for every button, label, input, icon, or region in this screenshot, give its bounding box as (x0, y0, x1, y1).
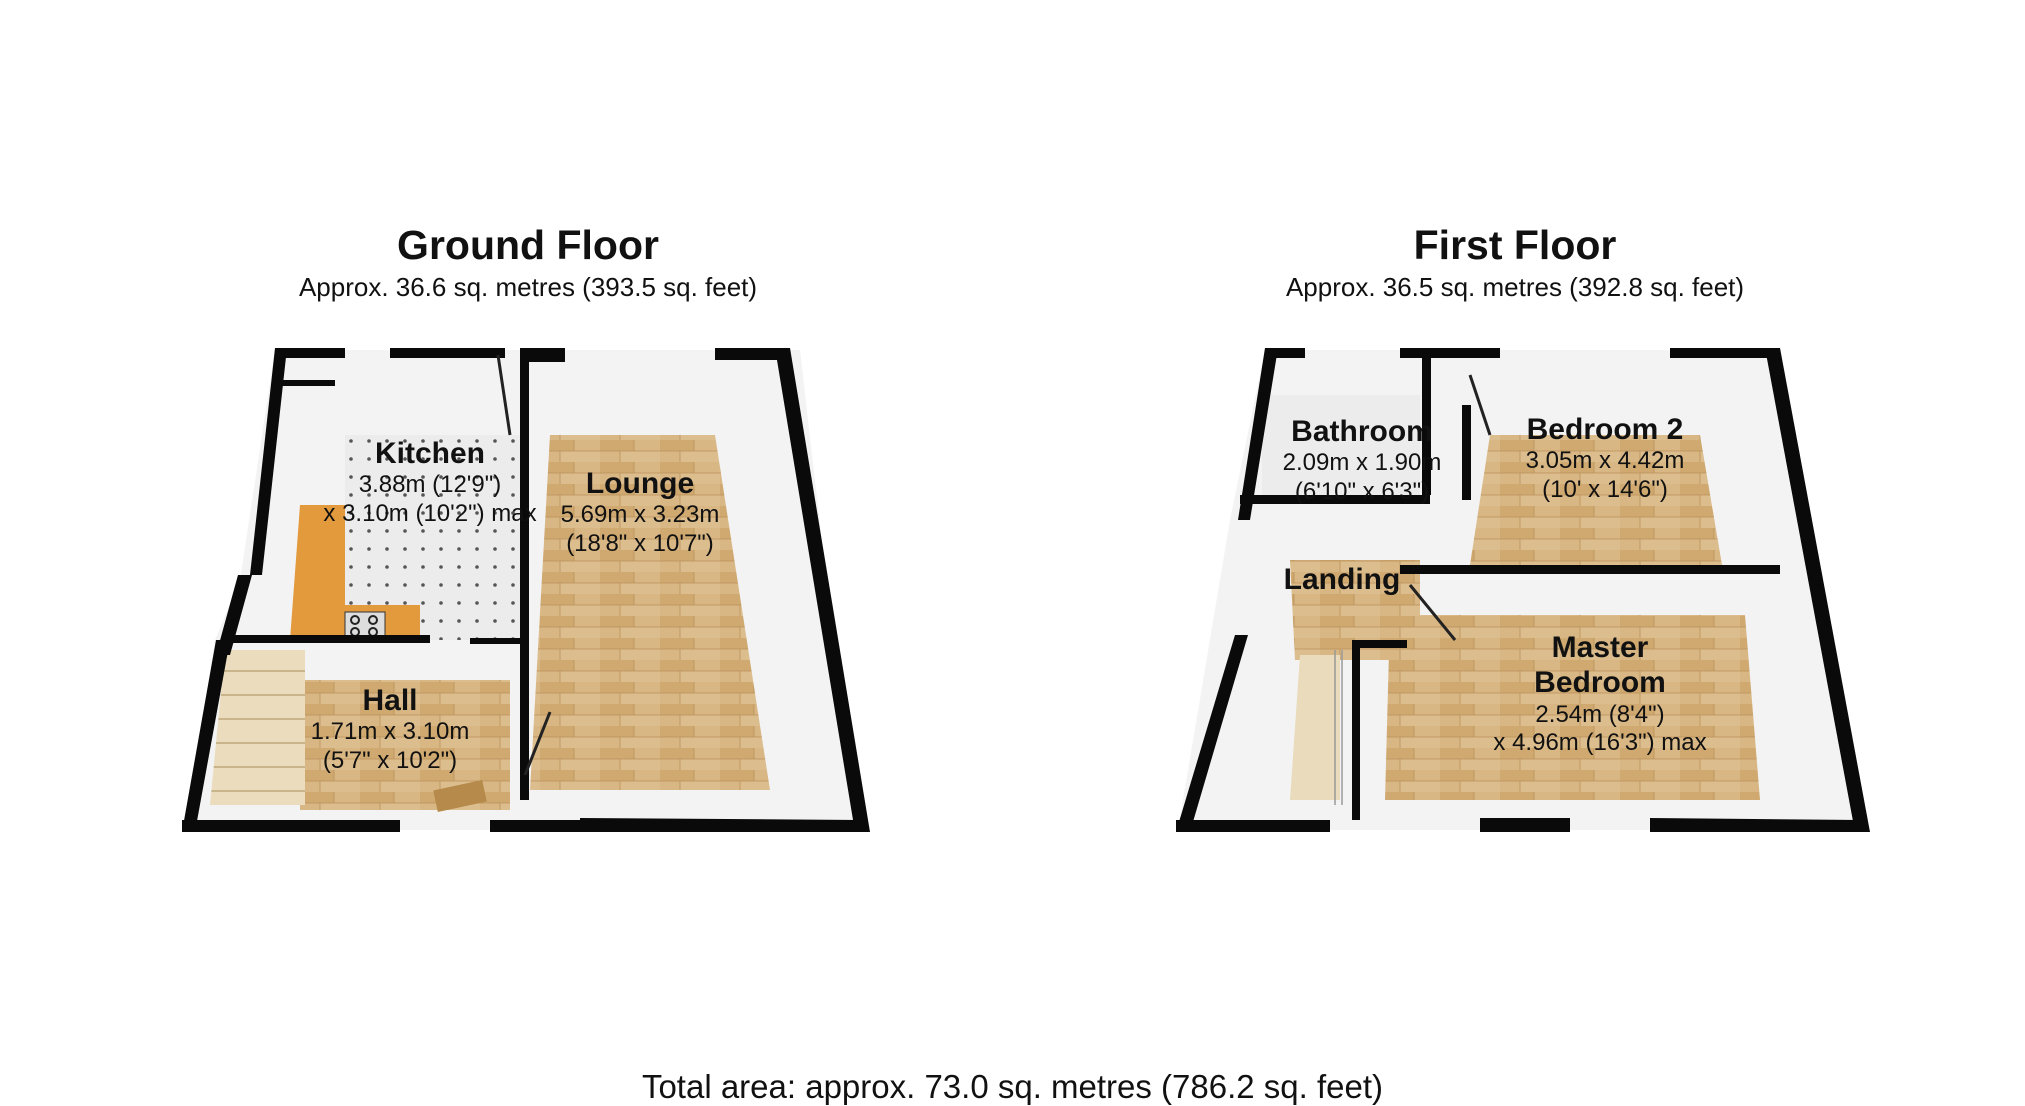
first-floor-outer-walls (1176, 348, 1870, 832)
room-label-master-bedroom: Master Bedroom 2.54m (8'4") x 4.96m (16'… (1493, 631, 1707, 757)
ground-floor-area: Approx. 36.6 sq. metres (393.5 sq. feet) (298, 272, 758, 302)
hob-icon (344, 611, 386, 639)
lounge-floor (530, 435, 770, 790)
ground-floor-doors (496, 354, 552, 776)
first-floor-doors (1408, 374, 1492, 641)
bathroom-floor (1262, 395, 1420, 500)
first-floor-area: Approx. 36.5 sq. metres (392.8 sq. feet) (1285, 272, 1745, 302)
room-label-lounge: Lounge 5.69m x 3.23m (18'8" x 10'7") (560, 467, 720, 557)
kitchen-floor (345, 435, 520, 640)
room-label-bedroom-2: Bedroom 2 3.05m x 4.42m (10' x 14'6") (1525, 413, 1685, 503)
first-floor-title: First Floor (1413, 222, 1617, 268)
ground-floor-plan (182, 348, 870, 832)
hall-floor (300, 680, 510, 810)
room-label-kitchen: Kitchen 3.88m (12'9") x 3.10m (10'2") ma… (323, 437, 537, 527)
first-floor-stairs (1290, 655, 1340, 800)
ground-floor-outer-walls (182, 348, 870, 832)
room-label-bathroom: Bathroom 2.09m x 1.90m (6'10" x 6'3") (1282, 415, 1442, 505)
first-floor-stair-rail (1334, 650, 1343, 805)
stairs (210, 650, 305, 805)
first-floor-inner-walls (1240, 350, 1780, 820)
doormat (433, 780, 487, 812)
first-floor-plan (1176, 348, 1870, 832)
ground-floor-title: Ground Floor (397, 222, 659, 268)
room-label-hall: Hall 1.71m x 3.10m (5'7" x 10'2") (310, 684, 470, 774)
kitchen-worktop (290, 505, 420, 640)
ground-floor-inner-walls (230, 350, 529, 800)
master-bedroom-floor (1385, 615, 1760, 800)
total-area: Total area: approx. 73.0 sq. metres (786… (641, 1068, 1384, 1105)
room-label-landing: Landing (1283, 563, 1401, 596)
bedroom-2-floor (1470, 435, 1722, 565)
landing-floor (1290, 560, 1420, 660)
